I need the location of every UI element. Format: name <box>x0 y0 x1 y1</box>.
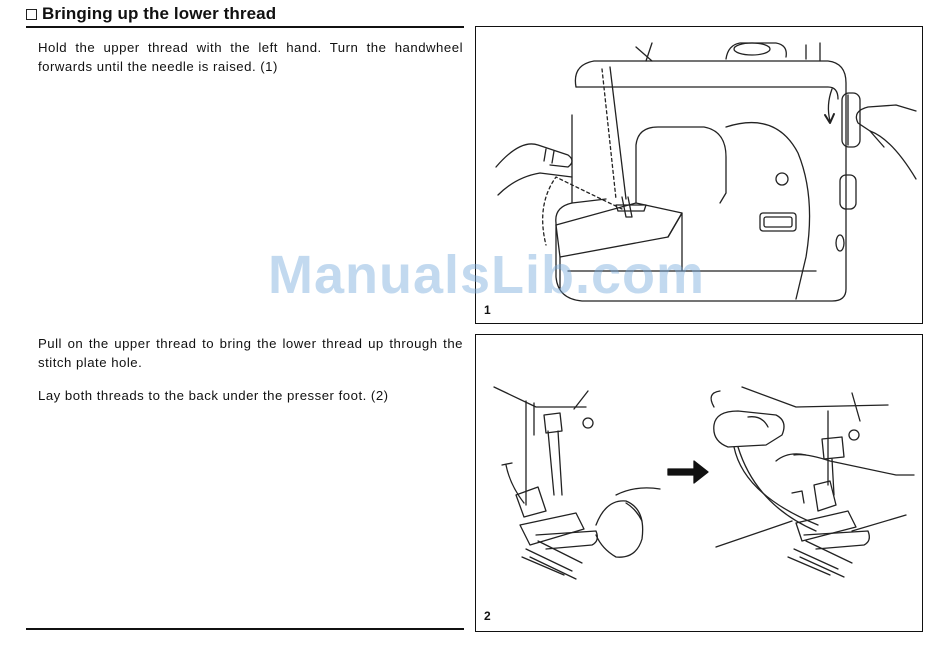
watermark: ManualsLib.com <box>268 244 705 306</box>
bottom-divider <box>26 628 464 630</box>
presser-foot-illustration <box>476 335 923 632</box>
checkbox-square-icon <box>26 9 37 20</box>
step-1-text: Hold the upper thread with the left hand… <box>38 38 463 76</box>
step-2-text: Pull on the upper thread to bring the lo… <box>38 334 463 372</box>
top-divider <box>26 26 464 28</box>
figure-2: 2 <box>475 334 923 632</box>
step-3-text: Lay both threads to the back under the p… <box>38 386 463 405</box>
section-heading: Bringing up the lower thread <box>26 2 276 26</box>
figure-2-number: 2 <box>484 609 491 623</box>
page-title: Bringing up the lower thread <box>42 4 276 24</box>
